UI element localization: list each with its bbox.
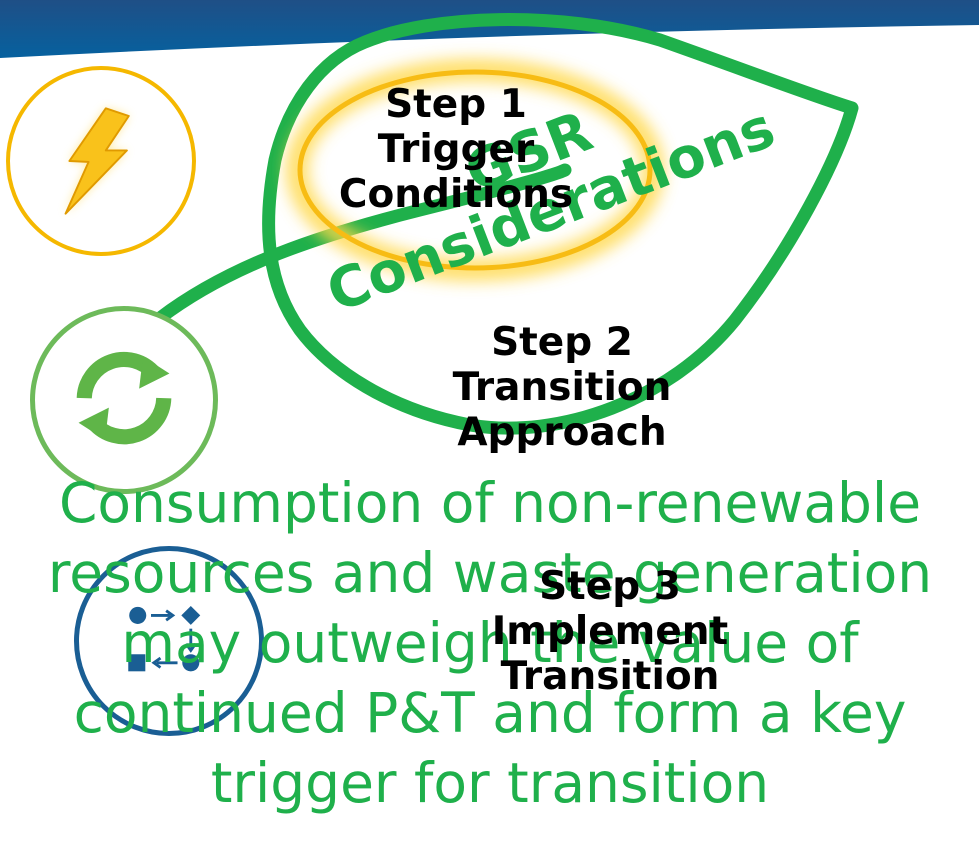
step-3-number: Step 3 bbox=[539, 564, 681, 609]
lightning-icon bbox=[64, 107, 130, 215]
step-2-number: Step 2 bbox=[491, 320, 633, 365]
step-3-title-line1: Implement bbox=[491, 609, 729, 654]
step-1-number: Step 1 bbox=[385, 82, 527, 127]
header-bar bbox=[0, 0, 979, 58]
step-2-title-line2: Approach bbox=[457, 410, 667, 455]
step-2-title-line1: Transition bbox=[452, 365, 672, 410]
step-1-label: Step 1 Trigger Conditions bbox=[306, 82, 606, 217]
leaf-stem bbox=[153, 163, 572, 325]
transition-icon-circle bbox=[30, 306, 218, 494]
refresh-cycle-icon bbox=[76, 351, 172, 445]
step-1-title-line2: Conditions bbox=[338, 172, 574, 217]
transition-trigger-statement: Consumption of non-renewable resources a… bbox=[47, 471, 933, 815]
step-3-label: Step 3 Implement Transition bbox=[460, 564, 760, 699]
trigger-icon-circle bbox=[6, 66, 196, 256]
step-1-title-line1: Trigger bbox=[377, 127, 535, 172]
implement-icon-circle bbox=[74, 546, 264, 736]
trigger-ellipse bbox=[297, 69, 653, 271]
step-2-label: Step 2 Transition Approach bbox=[412, 320, 712, 455]
process-flow-icon bbox=[128, 605, 201, 672]
step-3-title-line2: Transition bbox=[500, 654, 720, 699]
leaf-outline bbox=[262, 13, 859, 435]
